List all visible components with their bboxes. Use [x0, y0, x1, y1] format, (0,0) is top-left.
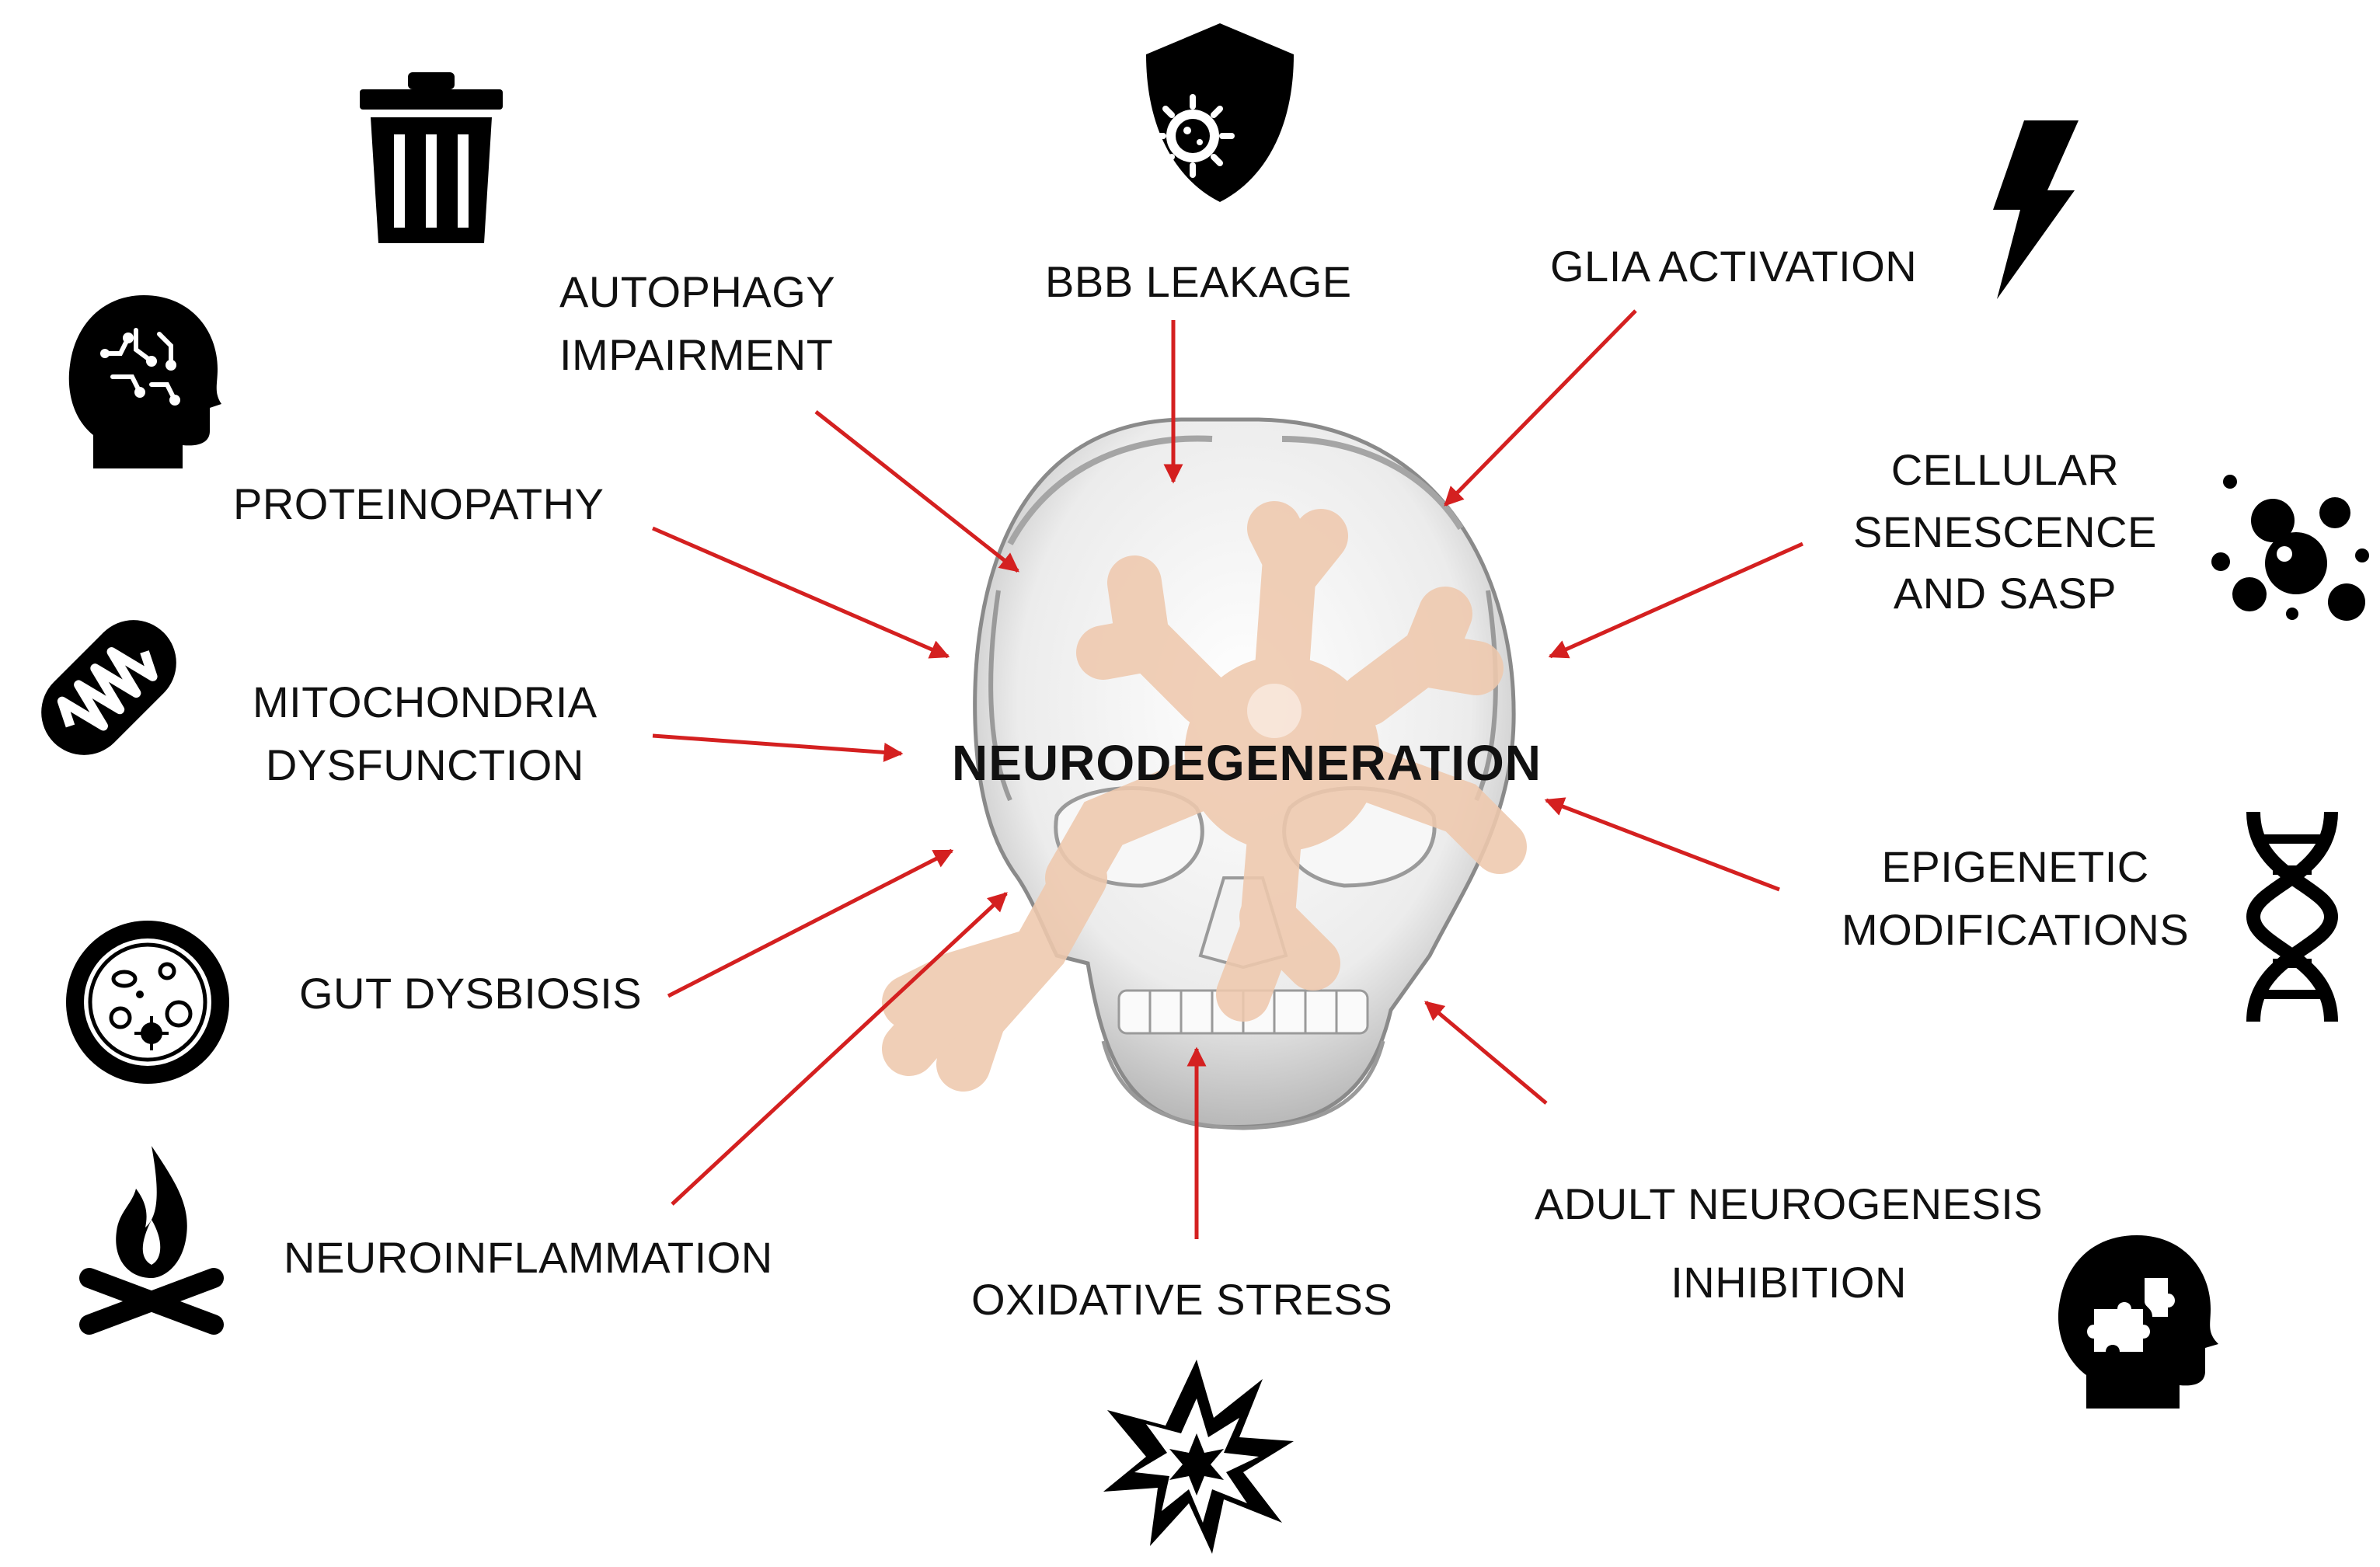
arrow-proteinopathy — [652, 526, 950, 659]
label-line: DYSFUNCTION — [265, 740, 584, 790]
label-oxidative: OXIDATIVE STRESS — [971, 1268, 1392, 1331]
label-line: SENESCENCE — [1853, 507, 2157, 556]
label-bbb: BBB LEAKAGE — [1045, 250, 1352, 313]
label-line: MODIFICATIONS — [1842, 905, 2190, 955]
arrow-neurogenesis — [1424, 1001, 1548, 1105]
campfire-icon — [79, 1146, 224, 1335]
label-epigenetic: EPIGENETIC MODIFICATIONS — [1842, 835, 2189, 961]
brain-circuit-head-icon — [68, 295, 221, 468]
label-line: IMPAIRMENT — [559, 330, 834, 380]
arrow-epigenetic — [1544, 797, 1780, 892]
label-line: EPIGENETIC — [1881, 842, 2149, 891]
label-line: PROTEINOPATHY — [233, 479, 605, 528]
arrow-senescence — [1548, 541, 1804, 659]
arrow-neuroinflammation — [671, 892, 1008, 1206]
label-line: BBB LEAKAGE — [1045, 257, 1352, 306]
neuron-shape — [882, 501, 1527, 1092]
explosion-icon — [1103, 1360, 1294, 1554]
label-proteinopathy: PROTEINOPATHY — [233, 472, 604, 535]
label-glia: GLIA ACTIVATION — [1550, 235, 1917, 298]
label-line: INHIBITION — [1671, 1257, 1907, 1307]
shield-virus-icon — [1146, 23, 1294, 202]
arrow-autophagy — [814, 410, 1019, 573]
label-line: ADULT NEUROGENESIS — [1535, 1179, 2044, 1228]
center-title: NEURODEGENERATION — [952, 735, 1542, 791]
arrows — [652, 309, 1804, 1239]
label-neuroinflammation: NEUROINFLAMMATION — [284, 1226, 773, 1289]
mitochondria-icon — [41, 620, 176, 755]
label-line: AUTOPHAGY — [559, 267, 836, 316]
label-line: AND SASP — [1893, 569, 2117, 618]
label-neurogenesis: ADULT NEUROGENESIS INHIBITION — [1535, 1165, 2043, 1322]
petri-dish-icon — [66, 921, 229, 1084]
lightning-icon — [1993, 120, 2079, 299]
label-line: OXIDATIVE STRESS — [971, 1275, 1393, 1324]
arrow-mitochondria — [652, 733, 904, 762]
label-line: MITOCHONDRIA — [253, 677, 598, 726]
label-autophagy: AUTOPHAGY IMPAIRMENT — [559, 260, 835, 386]
label-gut: GUT DYSBIOSIS — [299, 962, 642, 1025]
label-line: GUT DYSBIOSIS — [299, 969, 643, 1018]
label-line: GLIA ACTIVATION — [1550, 242, 1918, 291]
arrow-glia — [1444, 309, 1637, 507]
bubbles-icon — [2211, 475, 2369, 621]
label-line: CELLULAR — [1890, 445, 2120, 494]
puzzle-head-icon — [2058, 1235, 2218, 1409]
label-mitochondria: MITOCHONDRIA DYSFUNCTION — [253, 670, 598, 796]
trash-icon — [360, 72, 503, 243]
dna-icon — [2246, 811, 2339, 1022]
arrow-gut — [667, 848, 954, 998]
label-line: NEUROINFLAMMATION — [284, 1233, 773, 1282]
label-senescence: CELLULAR SENESCENCE AND SASP — [1853, 439, 2157, 625]
